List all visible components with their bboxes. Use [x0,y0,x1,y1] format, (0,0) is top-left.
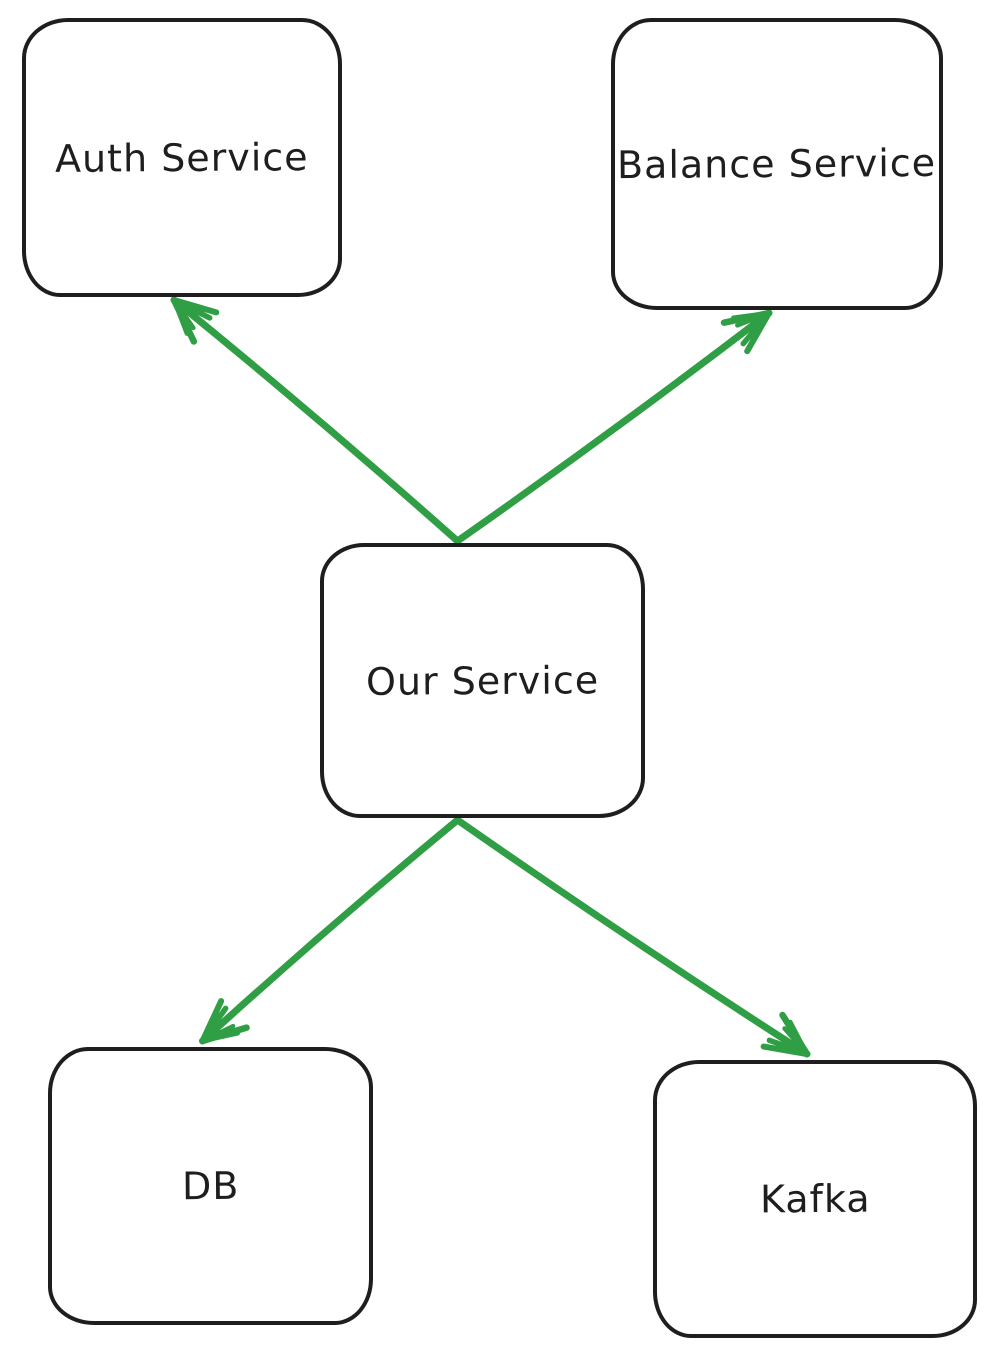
edge-our-service-to-balance-service[interactable] [454,309,773,545]
node-balance-service[interactable]: Balance Service [611,18,943,310]
node-db[interactable]: DB [48,1047,373,1325]
node-auth-service-label: Auth Service [55,134,309,181]
node-db-label: DB [181,1163,240,1209]
edge-our-service-to-kafka[interactable] [454,816,811,1058]
node-kafka[interactable]: Kafka [653,1060,977,1338]
node-our-service[interactable]: Our Service [320,543,645,818]
node-auth-service[interactable]: Auth Service [22,18,342,297]
edge-our-service-to-db[interactable] [199,816,461,1045]
node-kafka-label: Kafka [759,1176,871,1222]
edge-our-service-to-auth-service[interactable] [170,296,461,545]
node-our-service-label: Our Service [365,657,600,704]
node-balance-service-label: Balance Service [617,140,937,188]
